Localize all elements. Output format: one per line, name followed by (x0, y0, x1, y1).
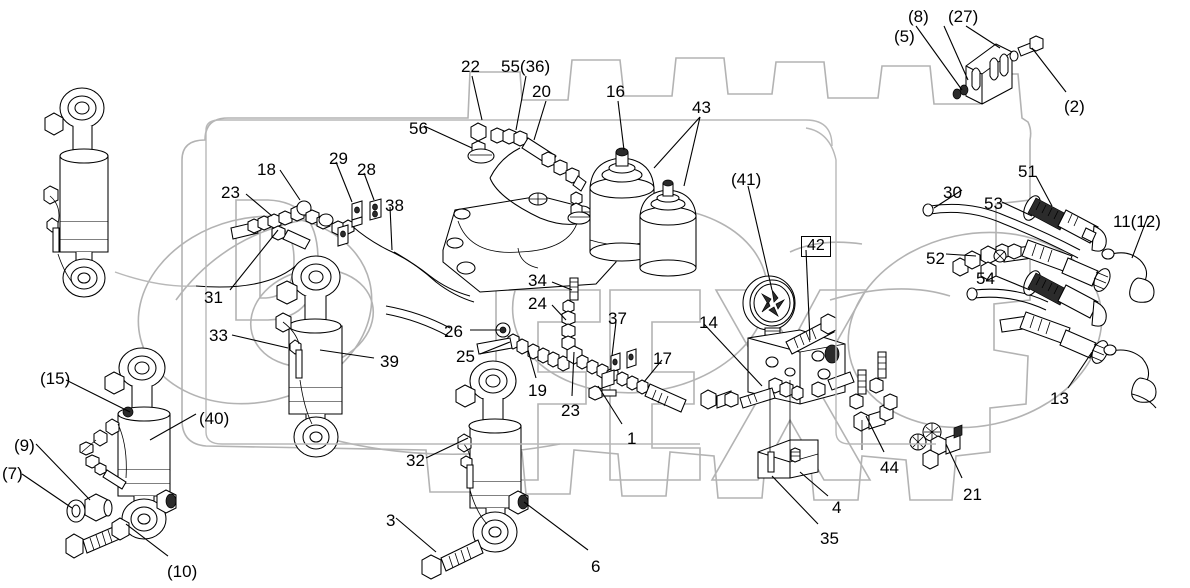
hydraulic-cylinder-upper-left (43, 87, 109, 298)
hose-clamp-block (952, 35, 1044, 105)
callout-55: 55(36) (501, 57, 551, 76)
callout-2: (2) (1064, 97, 1085, 116)
callout-5: (5) (894, 27, 915, 46)
callout-22: 22 (461, 57, 480, 76)
callout-1: 1 (627, 429, 637, 448)
callout-52: 52 (926, 249, 945, 268)
callout-31: 31 (204, 288, 223, 307)
callout-21: 21 (963, 485, 982, 504)
callout-3: 3 (386, 511, 396, 530)
callout-23-a: 23 (221, 183, 240, 202)
callout-6: 6 (591, 557, 601, 576)
hose-fitting-chain-top (467, 122, 591, 225)
hose-routing-right (205, 119, 936, 445)
accumulator-large (589, 147, 655, 262)
watermark-gear (181, 57, 1032, 501)
callout-4: 4 (832, 498, 842, 517)
callout-25: 25 (456, 347, 475, 366)
callout-51: 51 (1018, 162, 1037, 181)
callout-56: 56 (409, 119, 428, 138)
callout-44: 44 (880, 458, 899, 477)
valve-manifold-block (700, 313, 855, 410)
callout-26: 26 (444, 322, 463, 341)
callout-32: 32 (406, 451, 425, 470)
fitting-chain-center (385, 277, 687, 413)
callout-14: 14 (699, 313, 718, 332)
callout-54: 54 (976, 269, 995, 288)
callout-18: 18 (257, 160, 276, 179)
callout-41: (41) (731, 170, 762, 189)
hydraulic-cylinder-lower-center (421, 360, 529, 580)
callout-33: 33 (209, 326, 228, 345)
callout-9: (9) (14, 436, 35, 455)
callout-28: 28 (357, 160, 376, 179)
mounting-bracket (757, 380, 819, 479)
hydraulic-cylinder-lower-left (65, 347, 177, 559)
callout-43: 43 (692, 98, 711, 117)
callout-17: 17 (653, 349, 672, 368)
callout-39: 39 (380, 352, 399, 371)
fittings-21 (909, 422, 963, 470)
quick-coupler-group (922, 195, 1157, 409)
callout-23-b: 23 (561, 401, 580, 420)
callout-20: 20 (532, 82, 551, 101)
callout-11: 11(12) (1113, 212, 1161, 231)
callout-29: 29 (329, 149, 348, 168)
fitting-chain-upper-left (230, 198, 475, 303)
callout-13: 13 (1050, 389, 1069, 408)
callout-15: (15) (40, 369, 71, 388)
callout-34: 34 (528, 271, 547, 290)
callout-37: 37 (608, 309, 627, 328)
callout-30: 30 (943, 183, 962, 202)
callout-10: (10) (167, 562, 198, 581)
accumulator-small (639, 179, 697, 277)
callout-7: (7) (2, 464, 23, 483)
hydraulic-cylinder-mid-left (275, 255, 343, 458)
callout-27: (27) (948, 7, 979, 26)
callout-42: 42 (801, 236, 831, 257)
right-fittings-44 (849, 351, 898, 450)
callout-38: 38 (385, 196, 404, 215)
callout-53: 53 (984, 194, 1003, 213)
callout-35: 35 (820, 529, 839, 548)
leader-lines (21, 25, 1149, 557)
callout-8: (8) (908, 7, 929, 26)
callout-40: (40) (199, 409, 230, 428)
callout-19: 19 (528, 381, 547, 400)
hose-routing-left (114, 261, 301, 288)
callout-24: 24 (528, 294, 547, 313)
callout-16: 16 (606, 82, 625, 101)
